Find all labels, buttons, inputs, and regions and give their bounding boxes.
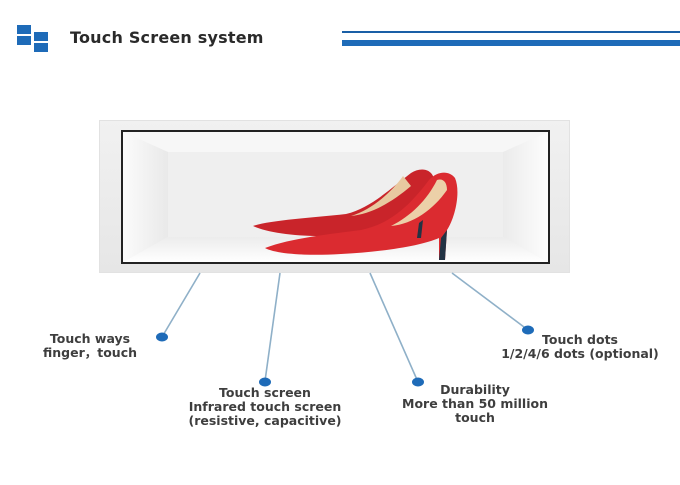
logo-block: [17, 25, 31, 34]
callout-heading: Touch ways: [49, 331, 131, 346]
shoe-image: [253, 169, 458, 260]
logo-icon: [17, 24, 59, 52]
page-title: Touch Screen system: [70, 28, 264, 47]
callout-durability: Durability More than 50 million touch: [390, 383, 560, 425]
callout-detail: More than 50 million: [402, 396, 548, 411]
display-interior: [123, 132, 548, 262]
callout-dot: [412, 377, 424, 387]
callout-touch-dots: Touch dots 1/2/4/6 dots (optional): [485, 333, 675, 361]
header-divider-thick: [342, 40, 680, 46]
logo-block: [34, 32, 48, 41]
callout-detail: Infrared touch screen: [188, 399, 342, 414]
callout-dot: [522, 325, 534, 335]
callout-detail: finger，touch: [42, 345, 138, 360]
callout-touch-ways: Touch ways finger，touch: [30, 332, 150, 360]
header-divider-thin: [342, 31, 680, 33]
display-window: [121, 130, 550, 264]
callout-detail: (resistive, capacitive): [188, 413, 342, 428]
logo-block: [34, 43, 48, 52]
logo-block: [17, 36, 31, 45]
callout-detail: 1/2/4/6 dots (optional): [501, 346, 659, 361]
callout-dot: [156, 332, 168, 342]
callout-heading: Durability: [440, 382, 510, 397]
callout-touch-screen: Touch screen Infrared touch screen (resi…: [185, 386, 345, 428]
callout-heading: Touch dots: [542, 332, 618, 347]
callout-dot: [259, 377, 271, 387]
callout-detail: touch: [455, 410, 495, 425]
display-frame: [99, 120, 570, 273]
callout-heading: Touch screen: [219, 385, 311, 400]
